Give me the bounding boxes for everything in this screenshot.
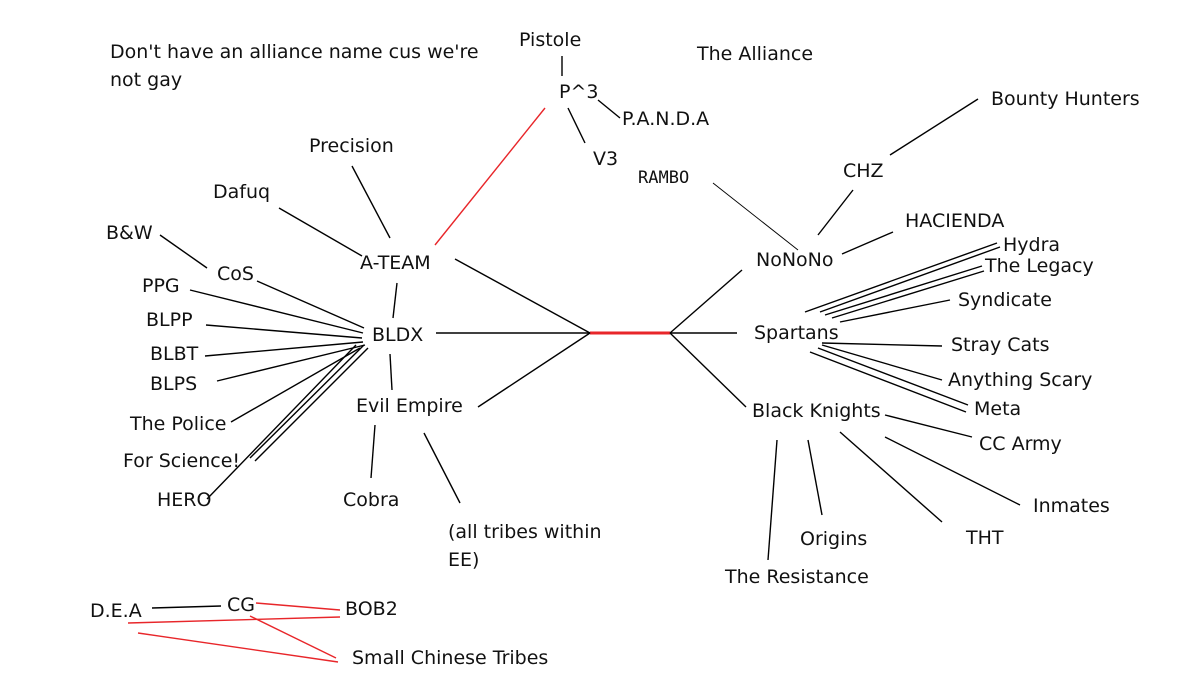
line-bounty-chz — [889, 98, 979, 156]
line-bk-origins — [807, 439, 823, 516]
line-police-bldx — [230, 347, 361, 423]
line-spartans-legacy-2 — [831, 270, 985, 319]
node-nonono: NoNoNo — [756, 249, 834, 271]
node-cos: CoS — [217, 263, 254, 285]
line-science-bldx-1 — [249, 344, 365, 459]
line-bk-resistance — [767, 439, 778, 561]
node-hydra: Hydra — [1003, 234, 1061, 256]
node-black-knights: Black Knights — [752, 400, 881, 422]
line-precision-ateam — [351, 165, 391, 239]
line-blbt-bldx — [204, 341, 364, 357]
node-all-tribes-within-ee: (all tribes within EE) — [448, 521, 602, 571]
line-p3-panda — [597, 99, 621, 119]
line-spartans-meta-1 — [817, 347, 969, 406]
line-spartans-meta-2 — [809, 351, 967, 413]
line-bk-cc-army — [884, 414, 973, 438]
line-spartans-stray-cats — [821, 342, 943, 347]
node-cobra: Cobra — [343, 489, 400, 511]
line-dea-small-chinese — [137, 632, 339, 663]
node-panda: P.A.N.D.A — [622, 108, 710, 130]
line-ppg-bldx — [189, 289, 364, 334]
line-spartans-hydra-1 — [804, 242, 998, 313]
node-a-team: A-TEAM — [360, 252, 431, 274]
line-ee-cobra — [370, 424, 376, 479]
line-cg-bob2 — [255, 602, 341, 611]
node-blps: BLPS — [150, 373, 198, 395]
line-blpp-bldx — [205, 324, 363, 339]
line-chz-nonono — [817, 189, 854, 236]
line-spartans-hydra-2 — [819, 246, 1001, 313]
node-chz: CHZ — [843, 160, 884, 182]
node-precision: Precision — [309, 135, 394, 157]
line-cg-small-chinese — [249, 615, 337, 659]
line-center-ateam — [454, 258, 591, 334]
line-ateam-p3-war — [434, 107, 546, 246]
node-for-science: For Science! — [123, 450, 240, 472]
node-p3: P^3 — [559, 81, 599, 103]
node-origins: Origins — [800, 528, 868, 550]
node-hacienda: HACIENDA — [905, 210, 1005, 232]
line-center-black-knights — [669, 332, 747, 408]
node-pistole: Pistole — [519, 29, 582, 51]
node-stray-cats: Stray Cats — [951, 334, 1050, 356]
node-cg: CG — [227, 594, 255, 616]
node-dafuq: Dafuq — [213, 181, 271, 203]
line-bw-cos — [159, 234, 208, 269]
line-rambo-nonono — [712, 182, 799, 251]
line-ateam-bldx — [392, 282, 398, 319]
node-inmates: Inmates — [1033, 495, 1110, 517]
line-spartans-syndicate — [839, 299, 951, 323]
node-meta: Meta — [974, 398, 1022, 420]
line-hacienda-nonono — [841, 231, 894, 255]
line-bldx-evil-empire — [389, 353, 393, 391]
node-the-resistance: The Resistance — [725, 566, 869, 588]
line-blps-bldx — [216, 344, 366, 382]
node-bob2: BOB2 — [345, 598, 398, 620]
line-spartans-legacy-1 — [824, 265, 983, 316]
line-hero-bldx — [206, 344, 357, 500]
node-the-police: The Police — [130, 413, 227, 435]
node-spartans: Spartans — [754, 322, 839, 344]
note-no-alliance-name: Don't have an alliance name cus we're no… — [110, 41, 479, 91]
node-tht: THT — [966, 527, 1004, 549]
line-bk-tht — [839, 431, 943, 523]
line-p3-v3 — [567, 107, 586, 144]
line-center-evil-empire — [477, 332, 591, 408]
line-dea-bob2 — [127, 616, 341, 624]
line-dea-cg — [151, 605, 222, 609]
node-dea: D.E.A — [90, 600, 142, 622]
node-the-legacy: The Legacy — [985, 255, 1094, 277]
line-spartans-anything-scary — [821, 344, 943, 381]
line-center-nonono — [669, 269, 743, 334]
line-science-bldx-2 — [254, 347, 369, 462]
node-blbt: BLBT — [150, 343, 199, 365]
line-bk-inmates — [884, 436, 1021, 506]
node-syndicate: Syndicate — [958, 289, 1052, 311]
node-bw: B&W — [106, 222, 153, 244]
line-ee-all-tribes — [423, 432, 461, 504]
node-v3: V3 — [593, 148, 619, 170]
node-bldx: BLDX — [372, 324, 424, 346]
node-ppg: PPG — [142, 275, 180, 297]
node-cc-army: CC Army — [979, 433, 1062, 455]
node-hero: HERO — [157, 489, 212, 511]
line-dafuq-ateam — [278, 207, 363, 257]
node-rambo: RAMBO — [638, 168, 690, 188]
node-bounty-hunters: Bounty Hunters — [991, 88, 1140, 110]
node-evil-empire: Evil Empire — [356, 395, 463, 417]
node-anything-scary: Anything Scary — [948, 369, 1093, 391]
node-blpp: BLPP — [146, 309, 193, 331]
line-cos-bldx — [256, 280, 365, 329]
label-the-alliance: The Alliance — [697, 43, 814, 65]
node-small-chinese-tribes: Small Chinese Tribes — [352, 647, 549, 669]
